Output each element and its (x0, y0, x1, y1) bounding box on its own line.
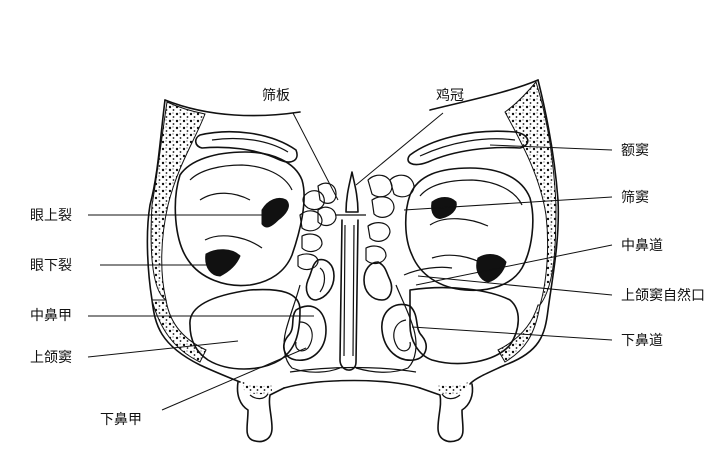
leader-maxillary-ostium (417, 275, 613, 296)
orbit-left (174, 151, 305, 287)
leader-inferior-meatus (411, 326, 613, 341)
nasal-septum (339, 219, 359, 371)
inferior-turbinate-right (381, 303, 427, 361)
leader-frontal-sinus (489, 144, 613, 151)
leader-cribriform-plate (292, 112, 339, 201)
orbit-right (404, 167, 534, 292)
frontal-sinus-right (407, 130, 529, 166)
inferior-turbinate-left (283, 305, 327, 361)
inferior-orbital-fissure-left (205, 249, 241, 277)
leader-crista-galli (355, 112, 444, 186)
ethmoid-cells-left (297, 182, 337, 271)
middle-turbinate-right (363, 261, 393, 301)
label-crista-galli: 鸡冠 (436, 87, 464, 104)
superior-orbital-fissure-left (261, 197, 289, 228)
label-superior-orbital-fissure: 眼上裂 (30, 208, 72, 224)
inferior-orbital-fissure-right (476, 254, 507, 283)
labels: 筛板 鸡冠 额窦 眼上裂 筛窦 眼下裂 中鼻道 中鼻甲 上颌窦自然口 上颌窦 下… (30, 87, 705, 428)
leader-middle-meatus (415, 244, 613, 286)
label-maxillary-ostium: 上颌窦自然口 (621, 287, 705, 304)
label-inferior-orbital-fissure: 眼下裂 (30, 258, 72, 274)
label-inferior-turbinate: 下鼻甲 (100, 411, 142, 428)
middle-turbinate-left (305, 258, 335, 301)
maxillary-sinus-right (403, 266, 520, 365)
ethmoid-cells-right (365, 174, 415, 265)
maxillary-sinus-left (189, 288, 301, 370)
nasal-cavity-walls (283, 284, 417, 373)
label-inferior-meatus: 下鼻道 (621, 332, 663, 349)
label-middle-turbinate: 中鼻甲 (30, 307, 72, 324)
label-cribriform-plate: 筛板 (262, 88, 290, 104)
skull-outline (146, 79, 560, 443)
leader-inferior-turbinate (161, 347, 307, 411)
leader-lines (87, 112, 613, 411)
crista-galli (336, 171, 366, 216)
label-middle-meatus: 中鼻道 (621, 237, 663, 254)
frontal-sinus-left (194, 130, 298, 163)
label-ethmoid-sinus: 筛窦 (621, 190, 649, 206)
leader-ethmoid-sinus (403, 196, 613, 211)
label-frontal-sinus: 额窦 (621, 143, 649, 159)
label-maxillary-sinus: 上颌窦 (30, 350, 72, 366)
leader-maxillary-sinus (87, 340, 239, 358)
